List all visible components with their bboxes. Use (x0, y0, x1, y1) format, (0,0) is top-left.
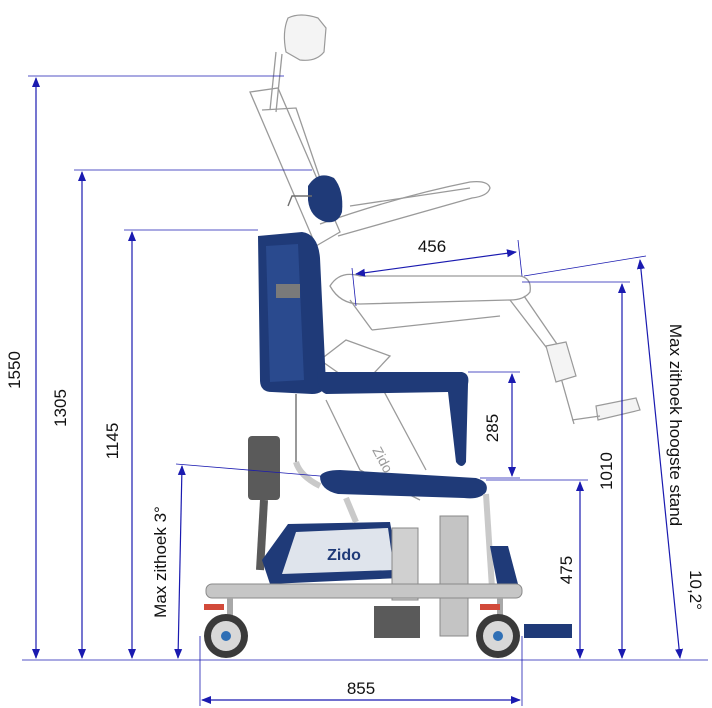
label-855: 855 (347, 679, 375, 698)
armrest (317, 372, 469, 466)
front-wheel (476, 614, 520, 658)
label-max-zithoek-hoogste-stand: Max zithoek hoogste stand (666, 324, 685, 526)
brand-logo: Zido (327, 547, 361, 564)
rear-wheel (204, 614, 248, 658)
label-10-2-degrees: 10,2° (686, 570, 705, 610)
dimension-labels: 1550 1305 1145 Max zithoek 3° 285 456 47… (5, 237, 705, 698)
seat (320, 470, 487, 499)
dimension-lines (22, 75, 708, 706)
svg-text:Zido: Zido (369, 444, 396, 476)
label-456: 456 (418, 237, 446, 256)
label-1550: 1550 (5, 351, 24, 389)
label-1145: 1145 (103, 423, 122, 460)
label-285: 285 (483, 414, 502, 442)
label-1305: 1305 (51, 389, 70, 427)
chair-illustration: Zido (204, 175, 572, 658)
base-frame (205, 583, 523, 599)
label-1010: 1010 (597, 452, 616, 490)
headrest (308, 175, 343, 223)
label-max-zithoek-3: Max zithoek 3° (151, 506, 170, 618)
label-475: 475 (557, 556, 576, 584)
